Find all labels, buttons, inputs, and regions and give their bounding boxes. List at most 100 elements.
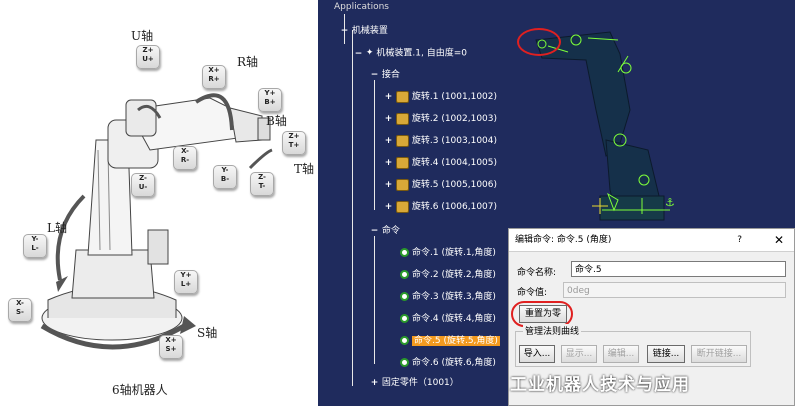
- s-axis-label: S轴: [197, 326, 218, 340]
- tree-node-command[interactable]: 命令.4 (旋转.4,角度): [400, 312, 496, 326]
- joint-gear-icon: [395, 156, 409, 169]
- b-axis-label: B轴: [266, 114, 287, 128]
- collapse-icon[interactable]: −: [370, 226, 379, 236]
- import-button[interactable]: 导入...: [519, 345, 555, 363]
- unlink-button[interactable]: 断开链接...: [691, 345, 747, 363]
- mechanism-label: 机械装置.1, 自由度=0: [376, 48, 467, 59]
- tree-header: Applications: [334, 2, 389, 12]
- key-t-minus: Z-T-: [250, 172, 274, 196]
- tree-node-joints[interactable]: − 接合: [370, 68, 400, 82]
- robot-wrist: [229, 107, 263, 143]
- expand-icon[interactable]: +: [384, 202, 393, 212]
- robot-flange: [257, 117, 271, 141]
- tree-node-command[interactable]: 命令.6 (旋转.6,角度): [400, 356, 496, 370]
- tree-node-command[interactable]: 命令.1 (旋转.1,角度): [400, 246, 496, 260]
- figure-caption: 6轴机器人: [112, 383, 168, 397]
- joint-gear-icon: [395, 90, 409, 103]
- tree-node-joint[interactable]: + 旋转.2 (1002,1003): [384, 112, 497, 126]
- t-axis-arrow: [248, 148, 273, 170]
- command-icon: [400, 270, 409, 279]
- robot-waist: [71, 249, 155, 299]
- tree-node-mechanism[interactable]: − ✦机械装置.1, 自由度=0: [354, 46, 467, 60]
- robot-lower-arm-detail: [97, 149, 111, 251]
- expand-icon[interactable]: +: [384, 136, 393, 146]
- robot-forearm-motor: [125, 99, 157, 137]
- key-s-plus: X+S+: [159, 335, 183, 359]
- highlight-ring-mechanism-icon: [517, 28, 561, 56]
- collapse-icon[interactable]: −: [354, 48, 363, 59]
- law-curve-group-label: 管理法则曲线: [523, 324, 582, 337]
- command-label: 命令.2 (旋转.2,角度): [412, 270, 496, 280]
- key-r-minus: X-R-: [173, 146, 197, 170]
- dialog-title: 编辑命令: 命令.5 (角度): [515, 235, 612, 245]
- tree-node-joint[interactable]: + 旋转.3 (1003,1004): [384, 134, 497, 148]
- joints-label: 接合: [381, 70, 400, 80]
- tree-commands-stem: [374, 236, 375, 364]
- joint-label: 旋转.4 (1004,1005): [411, 158, 498, 168]
- command-value-input[interactable]: 0deg: [563, 282, 786, 298]
- fixed-part-label: 固定零件（1001）: [381, 378, 459, 388]
- tree-node-joint[interactable]: + 旋转.1 (1001,1002): [384, 90, 497, 104]
- display-button[interactable]: 显示...: [561, 345, 597, 363]
- tree-node-command[interactable]: 命令.2 (旋转.2,角度): [400, 268, 496, 282]
- tree-node-commands[interactable]: − 命令: [370, 224, 400, 238]
- model-axis-triad: [592, 198, 608, 214]
- link-button[interactable]: 链接...: [647, 345, 685, 363]
- close-button[interactable]: ✕: [773, 233, 784, 247]
- collapse-icon[interactable]: −: [340, 26, 349, 36]
- tree-node-command[interactable]: 命令.5 (旋转.5,角度): [400, 334, 500, 348]
- tree-node-fixed-part[interactable]: + 固定零件（1001）: [370, 376, 459, 390]
- help-button[interactable]: ?: [737, 235, 742, 245]
- tree-node-command[interactable]: 命令.3 (旋转.3,角度): [400, 290, 496, 304]
- key-u-plus: Z+U+: [136, 45, 160, 69]
- collapse-icon[interactable]: −: [370, 70, 379, 80]
- command-icon: [400, 292, 409, 301]
- expand-icon[interactable]: +: [384, 180, 393, 190]
- tree-node-joint[interactable]: + 旋转.6 (1006,1007): [384, 200, 497, 214]
- tree-trunk: [344, 14, 345, 44]
- expand-icon[interactable]: +: [384, 158, 393, 168]
- joint-label: 旋转.6 (1006,1007): [411, 202, 498, 212]
- dialog-titlebar[interactable]: 编辑命令: 命令.5 (角度) ? ✕: [509, 229, 794, 252]
- joint-label: 旋转.2 (1002,1003): [411, 114, 498, 124]
- joint-gear-icon: [395, 178, 409, 191]
- mechanism-root-label: 机械装置: [351, 26, 388, 36]
- robot-drawing: [40, 93, 273, 350]
- robot-motor: [147, 229, 169, 265]
- r-axis-label: R轴: [237, 55, 259, 69]
- key-s-minus: X-S-: [8, 298, 32, 322]
- command-label: 命令.6 (旋转.6,角度): [412, 358, 496, 368]
- joint-label: 旋转.1 (1001,1002): [411, 92, 498, 102]
- joint-gear-icon: [395, 200, 409, 213]
- command-name-label: 命令名称:: [517, 268, 557, 278]
- key-b-plus: Y+B+: [258, 88, 282, 112]
- l-axis-arrow: [55, 194, 86, 281]
- l-axis-arrowhead: [56, 276, 68, 292]
- joint-gear-icon: [395, 112, 409, 125]
- key-t-plus: Z+T+: [282, 131, 306, 155]
- command-label: 命令.3 (旋转.3,角度): [412, 292, 496, 302]
- tree-node-joint[interactable]: + 旋转.4 (1004,1005): [384, 156, 497, 170]
- tree-mechanism-stem: [352, 30, 353, 386]
- tree-joints-stem: [374, 80, 375, 210]
- u-axis-arrow: [137, 104, 162, 119]
- command-name-input[interactable]: 命令.5: [571, 261, 786, 277]
- command-icon: [400, 336, 409, 345]
- s-axis-arrow: [40, 323, 186, 350]
- expand-icon[interactable]: +: [384, 114, 393, 124]
- expand-icon[interactable]: +: [370, 378, 379, 388]
- key-l-plus: Y+L+: [174, 270, 198, 294]
- mechanism-icon: ✦: [365, 48, 374, 58]
- edit-command-dialog: 编辑命令: 命令.5 (角度) ? ✕ 命令名称: 命令.5 命令值: 0deg…: [508, 228, 795, 406]
- anchor-icon: ⚓: [665, 196, 675, 209]
- tree-node-joint[interactable]: + 旋转.5 (1005,1006): [384, 178, 497, 192]
- edit-button[interactable]: 编辑...: [603, 345, 639, 363]
- command-label: 命令.5 (旋转.5,角度): [412, 336, 500, 346]
- joint-gear-icon: [395, 134, 409, 147]
- expand-icon[interactable]: +: [384, 92, 393, 102]
- robot-3d-model[interactable]: [318, 0, 795, 406]
- key-b-minus: Y-B-: [213, 165, 237, 189]
- key-u-minus: Z-U-: [131, 173, 155, 197]
- l-axis-label: L轴: [47, 221, 67, 235]
- tree-node-mechanism-root[interactable]: − 机械装置: [340, 24, 388, 38]
